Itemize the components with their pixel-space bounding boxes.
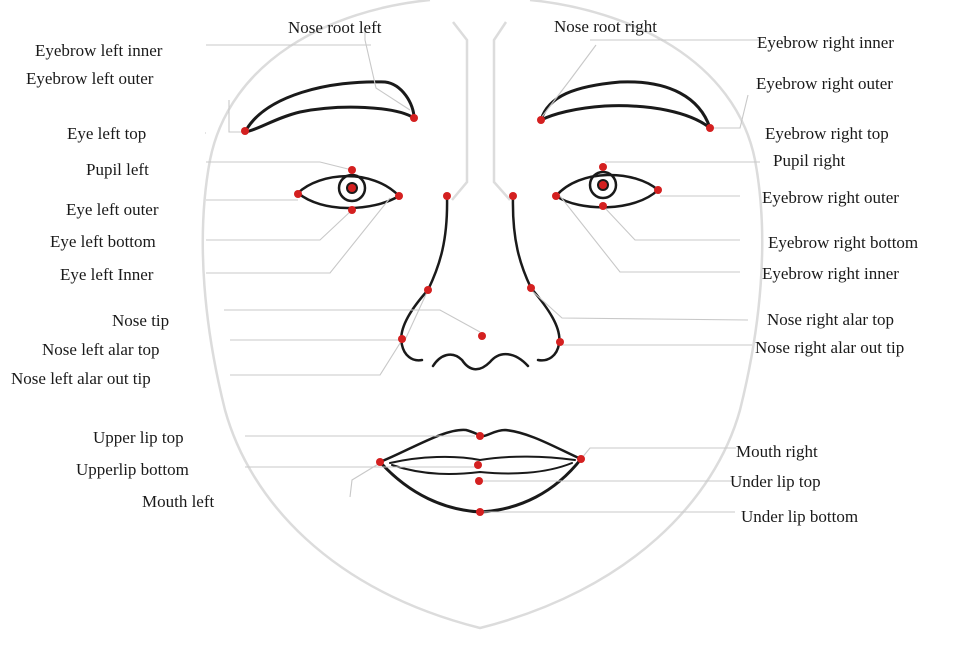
nostrils <box>433 354 528 369</box>
landmark-eye-left-top <box>348 166 356 174</box>
nose-left-side <box>401 196 447 360</box>
landmark-under-lip-bottom <box>476 508 484 516</box>
landmark-eyebrow-right-inner <box>537 116 545 124</box>
leader-lines-right <box>482 40 760 512</box>
label-eyebrow-left-outer: Eyebrow left outer <box>26 69 154 88</box>
label-upper-lip-top: Upper lip top <box>93 428 184 447</box>
landmark-points <box>241 114 714 516</box>
label-eyebrow-right-inner: Eyebrow right inner <box>757 33 894 52</box>
face-outline <box>203 0 762 628</box>
label-pupil-right: Pupil right <box>773 151 846 170</box>
landmark-pupil-right <box>599 181 607 189</box>
label-nose-root-left: Nose root left <box>288 18 382 37</box>
label-pupil-left: Pupil left <box>86 160 149 179</box>
nose-bridge-left <box>452 22 467 200</box>
landmark-eyebrow-right-outer <box>706 124 714 132</box>
landmark-nose-tip <box>478 332 486 340</box>
landmark-upper-lip-top <box>476 432 484 440</box>
landmark-nose-left-alar-top <box>424 286 432 294</box>
label-nose-left-alar-out-tip: Nose left alar out tip <box>11 369 151 388</box>
landmark-nose-root-left <box>443 192 451 200</box>
label-mouth-left: Mouth left <box>142 492 215 511</box>
landmark-eye-right-bottom <box>599 202 607 210</box>
landmark-under-lip-top <box>475 477 483 485</box>
landmark-nose-root-right <box>509 192 517 200</box>
label-eyebrow-right-top: Eyebrow right top <box>765 124 889 143</box>
landmark-eye-left-outer <box>294 190 302 198</box>
landmark-mouth-left <box>376 458 384 466</box>
landmark-eye-right-top <box>599 163 607 171</box>
label-eyebrow-right-inner-2: Eyebrow right inner <box>762 264 899 283</box>
landmark-eye-right-outer <box>654 186 662 194</box>
label-nose-right-alar-top: Nose right alar top <box>767 310 894 329</box>
nose-right-side <box>513 196 559 360</box>
landmark-nose-right-alar-out-tip <box>556 338 564 346</box>
label-nose-left-alar-top: Nose left alar top <box>42 340 160 359</box>
label-eyebrow-right-bottom: Eyebrow right bottom <box>768 233 918 252</box>
landmark-pupil-left <box>348 184 356 192</box>
landmark-nose-right-alar-top <box>527 284 535 292</box>
nose-bridge-right <box>494 22 510 200</box>
label-under-lip-bottom: Under lip bottom <box>741 507 858 526</box>
label-upper-lip-bottom: Upperlip bottom <box>76 460 189 479</box>
landmark-eye-left-inner <box>395 192 403 200</box>
right-eyebrow <box>541 82 710 128</box>
label-nose-right-alar-out-tip: Nose right alar out tip <box>755 338 904 357</box>
landmark-upper-lip-bottom <box>474 461 482 469</box>
landmark-eye-right-inner <box>552 192 560 200</box>
right-eye-shape <box>556 175 658 207</box>
label-eye-left-bottom: Eye left bottom <box>50 232 156 251</box>
lip-line-upper <box>390 457 575 463</box>
lip-line-lower <box>392 463 572 474</box>
landmark-nose-left-alar-out-tip <box>398 335 406 343</box>
label-eyebrow-left-inner: Eyebrow left inner <box>35 41 163 60</box>
landmark-eye-left-bottom <box>348 206 356 214</box>
label-nose-tip: Nose tip <box>112 311 169 330</box>
landmark-eyebrow-left-outer <box>241 127 249 135</box>
label-nose-root-right: Nose root right <box>554 17 657 36</box>
left-eyebrow <box>245 82 414 132</box>
landmark-mouth-right <box>577 455 585 463</box>
landmark-eyebrow-left-inner <box>410 114 418 122</box>
label-eyebrow-right-outer: Eyebrow right outer <box>756 74 893 93</box>
label-eyebrow-right-outer-2: Eyebrow right outer <box>762 188 899 207</box>
label-under-lip-top: Under lip top <box>730 472 821 491</box>
label-eye-left-inner: Eye left Inner <box>60 265 154 284</box>
label-eye-left-top: Eye left top <box>67 124 146 143</box>
label-mouth-right: Mouth right <box>736 442 818 461</box>
label-eye-left-outer: Eye left outer <box>66 200 159 219</box>
